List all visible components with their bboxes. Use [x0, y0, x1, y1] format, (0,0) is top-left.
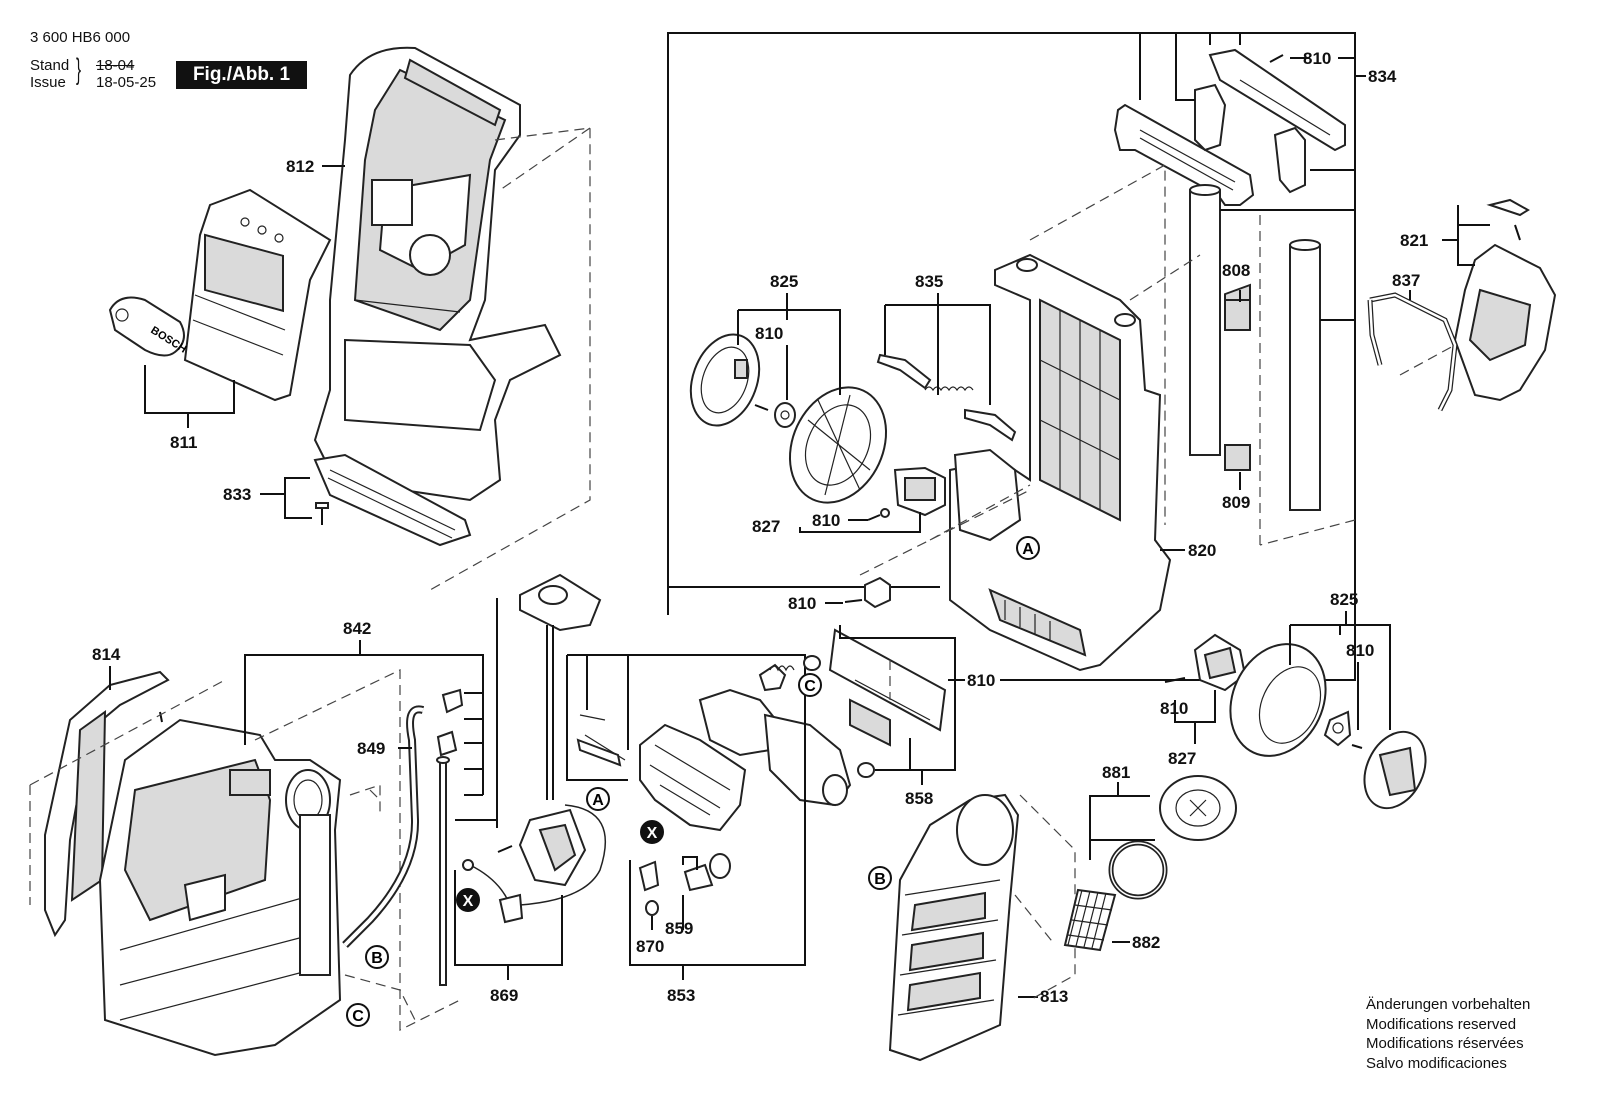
label-870: 870: [636, 937, 664, 956]
callout-a-switch: [586, 787, 610, 811]
issue-label: Issue: [30, 74, 66, 91]
callout-c-body-text: C: [352, 1008, 364, 1025]
switch-assembly-869: [462, 573, 607, 924]
callout-x-switch-text: X: [463, 893, 474, 910]
label-827-right: 827: [1168, 749, 1196, 768]
front-cover-811: [183, 188, 332, 402]
label-809: 809: [1222, 493, 1250, 512]
label-811: 811: [170, 433, 197, 452]
label-834: 834: [1368, 67, 1397, 86]
connector-827-left: [867, 466, 946, 521]
callout-c-body: [346, 1003, 370, 1027]
document-number: 3 600 HB6 000: [30, 29, 131, 46]
notice-de: Änderungen vorbehalten: [1366, 996, 1531, 1013]
chassis-820: [949, 253, 1172, 672]
carry-handle-834: [1113, 48, 1346, 206]
label-835: 835: [915, 272, 943, 291]
figure-badge: Fig./Abb. 1: [176, 61, 307, 89]
filter-881: [1108, 775, 1237, 900]
notice-fr: Modifications réservées: [1366, 1035, 1524, 1052]
callout-c-pump-text: C: [804, 678, 816, 695]
label-869: 869: [490, 986, 518, 1005]
label-825-left: 825: [770, 272, 798, 291]
stand-label: Stand: [30, 57, 70, 74]
callout-b-cover-text: B: [874, 871, 886, 888]
modifications-notice: Änderungen vorbehalten Modifications res…: [1366, 995, 1530, 1073]
old-date: 18-04: [96, 57, 135, 74]
callout-b-body: [365, 945, 389, 969]
label-821: 821: [1400, 231, 1428, 250]
bottom-grip-833: [313, 453, 472, 547]
main-body-842: [98, 718, 342, 1057]
fan-cover-825-left: [689, 333, 888, 504]
valve-859: [638, 853, 731, 916]
label-810-a: 810: [755, 324, 783, 343]
label-833: 833: [223, 485, 251, 504]
label-813: 813: [1040, 987, 1068, 1006]
label-827-left: 827: [752, 517, 780, 536]
callout-x-pump: [640, 820, 664, 844]
callout-a-chassis: [1016, 536, 1040, 560]
label-820: 820: [1188, 541, 1216, 560]
label-810-c: 810: [788, 594, 816, 613]
label-825-right: 825: [1330, 590, 1358, 609]
callout-a-switch-text: A: [592, 792, 604, 809]
side-cover-821: [1453, 198, 1557, 402]
bosch-badge: BOSCH: [108, 296, 189, 357]
label-858: 858: [905, 789, 933, 808]
label-810-e: 810: [967, 671, 995, 690]
housing-frame-812: [313, 46, 562, 502]
front-cover-813: [888, 793, 1020, 1062]
label-812: 812: [286, 157, 314, 176]
hose-849: [342, 688, 464, 986]
brace-glyph: }: [76, 53, 82, 86]
label-810-f: 810: [1160, 699, 1188, 718]
callout-x-switch: [456, 888, 480, 912]
callout-x-pump-text: X: [647, 825, 658, 842]
callout-b-cover: [868, 866, 892, 890]
connector-small-810: [844, 576, 891, 609]
label-808: 808: [1222, 261, 1250, 280]
label-810-g: 810: [1346, 641, 1374, 660]
label-849: 849: [357, 739, 385, 758]
label-853: 853: [667, 986, 695, 1005]
callout-a-chassis-text: A: [1022, 541, 1034, 558]
label-810-d: 810: [1303, 49, 1331, 68]
label-881: 881: [1102, 763, 1130, 782]
label-842: 842: [343, 619, 371, 638]
callout-c-pump: [798, 673, 822, 697]
fan-cover-825-right: [1164, 633, 1427, 810]
label-859: 859: [665, 919, 693, 938]
pump-853: [576, 663, 852, 832]
label-882: 882: [1132, 933, 1160, 952]
notice-en: Modifications reserved: [1366, 1015, 1517, 1033]
new-date: 18-05-25: [96, 74, 157, 91]
label-810-b: 810: [812, 511, 840, 530]
seal-837: [1367, 292, 1458, 412]
mounting-plate-858: [769, 628, 947, 778]
label-837: 837: [1392, 271, 1420, 290]
label-814: 814: [92, 645, 121, 664]
strainer-882: [1063, 888, 1117, 952]
tubes: [1189, 184, 1321, 511]
spring-835: [876, 353, 1017, 442]
notice-es: Salvo modificaciones: [1366, 1054, 1507, 1072]
callout-b-body-text: B: [371, 950, 383, 967]
